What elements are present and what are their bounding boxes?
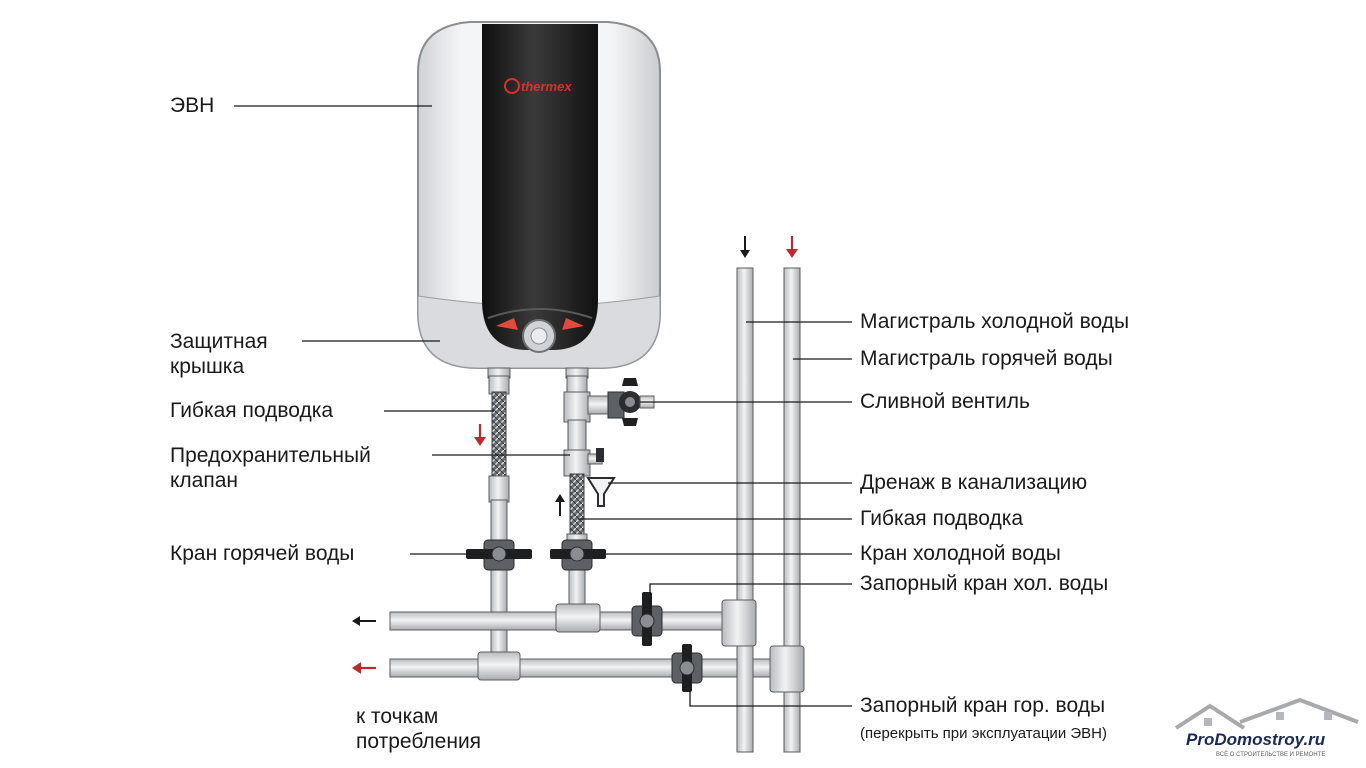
hot-riser-tee xyxy=(769,645,805,693)
label-safety-valve-line1: Предохранительный xyxy=(170,444,371,467)
cold-riser-pipe xyxy=(736,267,754,753)
label-protective-cover-line1: Защитная xyxy=(170,330,268,353)
label-flex-hose-right: Гибкая подводка xyxy=(860,507,1024,530)
label-hot-main: Магистраль горячей воды xyxy=(860,347,1113,370)
hot-riser-pipe xyxy=(783,267,801,753)
drain-valve xyxy=(607,378,655,426)
label-flex-hose-left: Гибкая подводка xyxy=(170,399,334,422)
label-consumers-line1: к точкам xyxy=(356,705,439,728)
cold-riser-tee xyxy=(721,599,757,647)
watermark-house-icon xyxy=(1174,697,1359,730)
indicator-right-icon xyxy=(562,318,584,330)
flex-hose-left xyxy=(491,391,507,479)
brand-logo: thermex xyxy=(521,79,572,94)
shutoff-cold-tap-icon xyxy=(631,592,663,646)
label-cold-main: Магистраль холодной воды xyxy=(860,310,1130,333)
label-consumers: к точкам потребления xyxy=(356,704,481,754)
label-safety-valve: Предохранительный клапан xyxy=(170,443,371,493)
thermex-logo-icon xyxy=(504,78,520,94)
label-shutoff-hot-note: (перекрыть при эксплуатации ЭВН) xyxy=(860,725,1107,742)
label-evn: ЭВН xyxy=(170,94,215,117)
hot-flow-arrow-icon xyxy=(474,424,486,446)
safety-valve xyxy=(563,449,591,477)
water-heater: thermex xyxy=(417,21,661,379)
drain-funnel xyxy=(586,477,616,507)
cold-main-arrow-icon xyxy=(740,236,750,258)
hot-out-arrow-icon xyxy=(352,662,376,674)
cold-flow-arrow-icon xyxy=(555,494,565,516)
label-drain-valve: Сливной вентиль xyxy=(860,390,1030,413)
label-cold-tap: Кран холодной воды xyxy=(860,542,1061,565)
hot-tap-icon xyxy=(466,539,532,571)
hot-distribution-pipe xyxy=(389,658,787,678)
cold-tee xyxy=(555,603,601,633)
label-protective-cover-line2: крышка xyxy=(170,355,245,378)
label-safety-valve-line2: клапан xyxy=(170,469,239,492)
indicator-left-icon xyxy=(496,318,518,330)
label-hot-tap: Кран горячей воды xyxy=(170,542,355,565)
cold-tap-icon xyxy=(550,539,606,571)
label-shutoff-cold: Запорный кран хол. воды xyxy=(860,572,1109,595)
flex-hose-right xyxy=(569,473,585,537)
label-consumers-line2: потребления xyxy=(356,730,482,753)
hot-main-arrow-icon xyxy=(786,236,798,258)
hot-tee xyxy=(477,651,521,681)
label-shutoff-hot: Запорный кран гор. воды xyxy=(860,694,1106,717)
watermark-subtext: ВСЁ О СТРОИТЕЛЬСТВЕ И РЕМОНТЕ xyxy=(1216,752,1326,758)
label-drain-sewer: Дренаж в канализацию xyxy=(860,471,1088,494)
label-protective-cover: Защитная крышка xyxy=(170,329,268,379)
leader-lines xyxy=(234,105,852,707)
cold-out-arrow-icon xyxy=(352,616,376,626)
shutoff-hot-tap-icon xyxy=(671,644,703,692)
watermark-text: ProDomostroy.ru xyxy=(1186,730,1326,749)
